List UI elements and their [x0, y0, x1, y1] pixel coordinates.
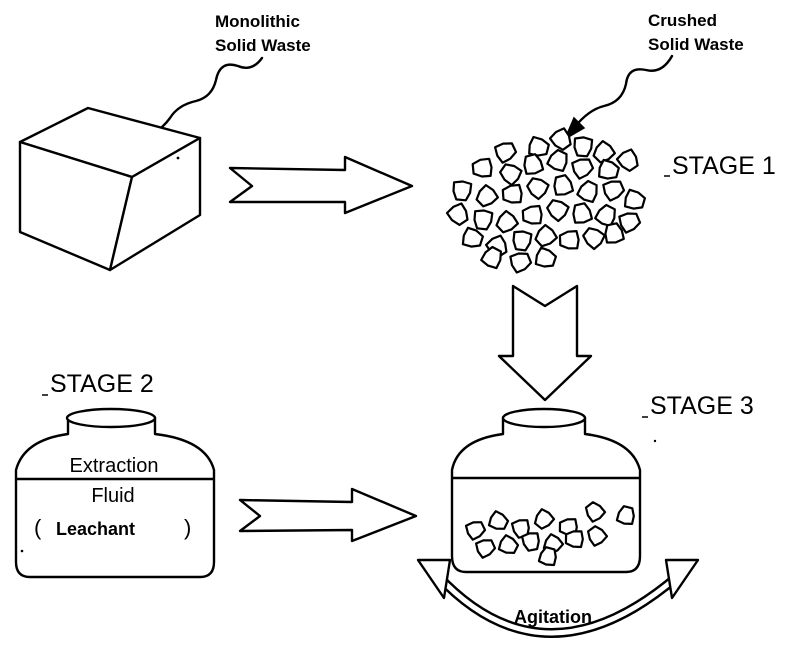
crushed-piece — [501, 183, 523, 204]
crushed-piece — [526, 177, 550, 201]
crushed-piece — [464, 521, 487, 541]
crushed-piece — [495, 209, 519, 234]
leachant-vessel — [14, 407, 216, 579]
leachant-close-paren: ) — [184, 515, 191, 540]
crushed-piece — [445, 202, 469, 226]
stage1-label: STAGE 1 — [672, 152, 776, 180]
crushed-piece — [497, 534, 520, 554]
crushed-piece — [461, 226, 484, 248]
crushed-piece — [572, 202, 593, 224]
leachant-label: Leachant — [56, 519, 135, 539]
monolithic-cube — [18, 106, 202, 272]
crushed-piece — [494, 142, 518, 164]
crushed-piece — [582, 227, 606, 251]
monolithic-label-line2: Solid Waste — [215, 36, 311, 55]
speck — [176, 156, 180, 160]
crushed-piece — [573, 136, 594, 158]
monolithic-waste-label: Monolithic Solid Waste — [215, 12, 311, 55]
crushed-piece — [615, 148, 639, 172]
stage2-label: STAGE 2 — [50, 370, 154, 398]
crushed-piece — [546, 148, 568, 172]
crushed-piece — [480, 245, 502, 270]
speck — [20, 549, 24, 553]
crushed-piece — [546, 199, 570, 223]
crushed-piece — [523, 153, 545, 175]
crushed-piece — [533, 508, 556, 530]
crushed-piece — [534, 223, 558, 248]
agitation-label: Agitation — [514, 607, 592, 627]
crushed-piece — [564, 530, 584, 549]
crushed-waste-label: Crushed Solid Waste — [648, 11, 744, 54]
crushed-piece — [499, 163, 523, 187]
crushed-piece — [623, 188, 646, 210]
crushed-piece — [509, 252, 533, 274]
monolithic-label-line1: Monolithic — [215, 12, 300, 31]
crushed-piece — [571, 158, 595, 180]
crushed-piece — [594, 203, 616, 228]
arrow-cube-to-crushed — [228, 155, 414, 215]
crushed-piece — [548, 127, 572, 151]
speck — [653, 439, 657, 443]
crushed-label-line2: Solid Waste — [648, 35, 744, 54]
crushed-piece — [487, 510, 510, 530]
crushed-piece — [584, 501, 607, 523]
crushed-piece — [615, 505, 635, 525]
crushed-piece — [537, 546, 557, 567]
crushed-piece — [475, 184, 499, 208]
arrow-leachant-to-vessel — [238, 487, 418, 543]
crushed-piece — [534, 246, 557, 268]
crushed-piece — [471, 157, 493, 178]
crushed-piece — [587, 525, 609, 547]
crushed-label-line1: Crushed — [648, 11, 717, 30]
leachant-open-paren: ( — [34, 515, 42, 540]
crushed-piece — [602, 180, 626, 202]
extraction-label: Extraction — [70, 455, 159, 477]
crushed-piece — [452, 180, 473, 202]
crushed-piece — [598, 158, 620, 180]
agitation-arrow — [416, 558, 700, 638]
crushed-piece — [528, 135, 550, 157]
crushed-piece — [558, 230, 580, 250]
crushed-piece — [576, 179, 598, 203]
crushed-piece — [475, 539, 497, 559]
crushed-piece — [473, 209, 494, 231]
crushed-piece — [618, 212, 642, 234]
crushed-pointer-arrow — [563, 54, 674, 141]
crushed-piece — [553, 174, 575, 196]
crushed-pieces-pile — [445, 127, 646, 274]
crushed-piece — [521, 532, 540, 552]
arrow-crushed-to-vessel — [497, 284, 593, 402]
crushed-piece — [521, 204, 543, 225]
stage3-label: STAGE 3 — [650, 392, 754, 420]
crushed-piece — [604, 222, 625, 244]
fluid-label: Fluid — [91, 485, 134, 507]
vessel-pieces — [464, 501, 635, 567]
crushed-piece — [512, 230, 533, 252]
